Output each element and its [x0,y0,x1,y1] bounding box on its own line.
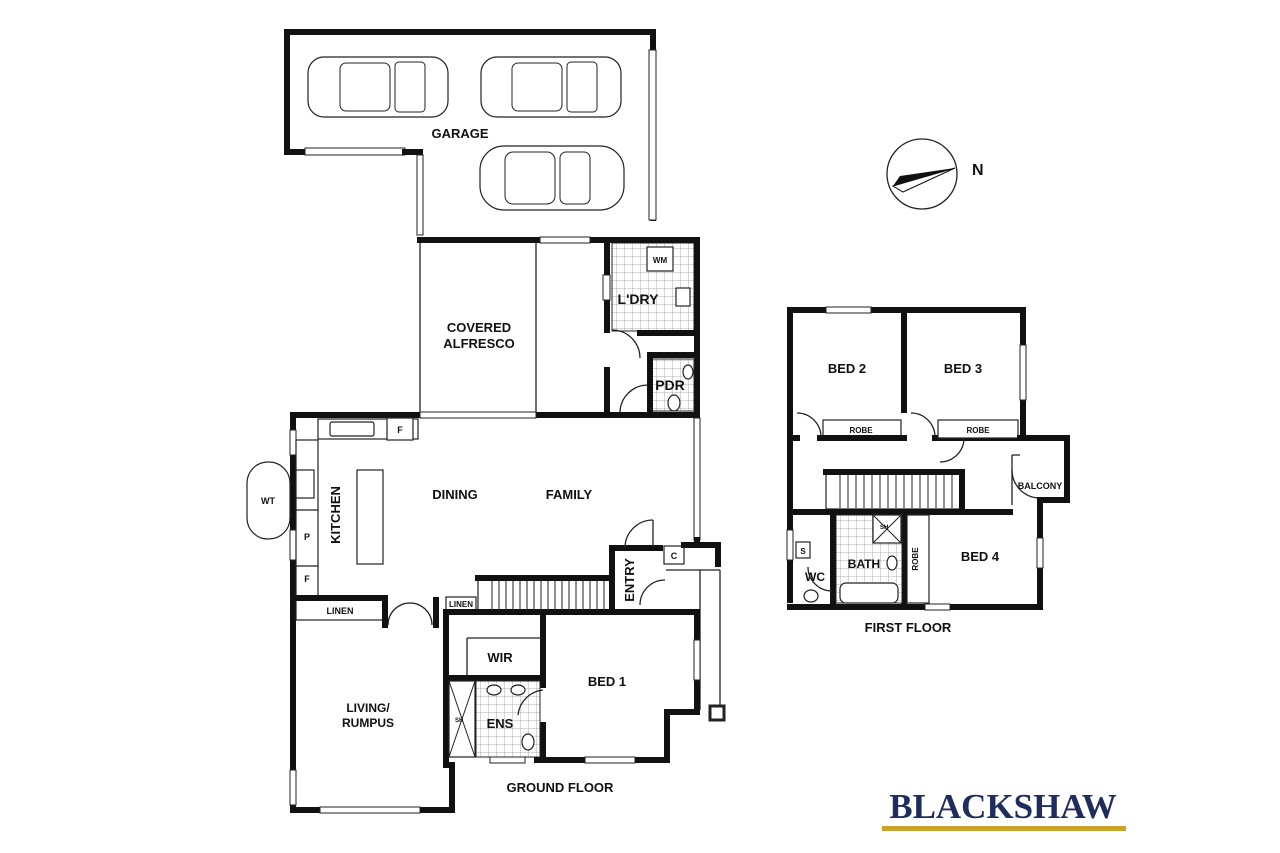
ground-stair-treads [491,581,605,611]
living-label-1: LIVING/ [346,701,390,715]
ground-stairs [475,545,615,615]
robe-bed2-label: ROBE [849,426,873,435]
compass-north-label: N [972,162,984,179]
garage-label: GARAGE [431,126,488,141]
entry-label: ENTRY [622,558,637,602]
bed3-label: BED 3 [944,361,982,376]
kitchen-label: KITCHEN [328,486,343,544]
alfresco-label-1: COVERED [447,320,511,335]
wir-label: WIR [487,650,513,665]
brand-logo: BLACKSHAW [882,787,1126,831]
linen-hall-label: LINEN [449,600,473,609]
first-floor-label: FIRST FLOOR [865,620,952,635]
living-label-2: RUMPUS [342,716,394,730]
garage-area: GARAGE [284,29,657,236]
bath-shower-label: SH [880,525,888,531]
bed2-label: BED 2 [828,361,866,376]
cupboard-label: C [671,551,678,561]
bath-label: BATH [848,557,880,571]
laundry-label: L'DRY [618,291,660,307]
bed1-label: BED 1 [588,674,626,689]
ground-floor-label: GROUND FLOOR [507,780,614,795]
wc-label: WC [805,570,825,584]
ensuite-label: ENS [487,716,514,731]
family-label: FAMILY [546,487,593,502]
first-floor: ROBE ROBE BED 2 BED 3 BALCONY SH BATH RO… [786,306,1070,635]
powder-label: PDR [655,377,685,393]
car-1 [307,56,449,118]
brand-name: BLACKSHAW [889,787,1117,826]
car-2 [480,56,622,118]
laundry-area: WM L'DRY [602,237,700,418]
storage-label: S [800,547,806,556]
water-tank-label: WT [261,496,275,506]
bed4-label: BED 4 [961,549,1000,564]
pantry-label: P [304,532,310,542]
first-stair-treads [839,475,953,508]
alfresco-area: COVERED ALFRESCO [417,236,613,413]
dining-label: DINING [432,487,478,502]
wm-label: WM [653,256,668,265]
robe-bed4-label: ROBE [911,547,920,571]
car-3 [479,145,625,211]
ens-shower-label: SH [455,718,463,724]
alfresco-label-2: ALFRESCO [443,336,515,351]
compass: N [886,138,984,210]
bed1-wing: WIR BED 1 SH ENS [443,609,701,768]
powder-area: PDR [619,352,700,416]
fridge-label: F [397,425,403,435]
ground-floor-walls: F P F KITCHEN DINING FAMILY WT LINEN LIN… [246,411,726,814]
robe-bed3-label: ROBE [966,426,990,435]
balcony-label: BALCONY [1018,481,1063,491]
linen-living-label: LINEN [327,606,354,616]
fridge2-label: F [304,574,310,584]
